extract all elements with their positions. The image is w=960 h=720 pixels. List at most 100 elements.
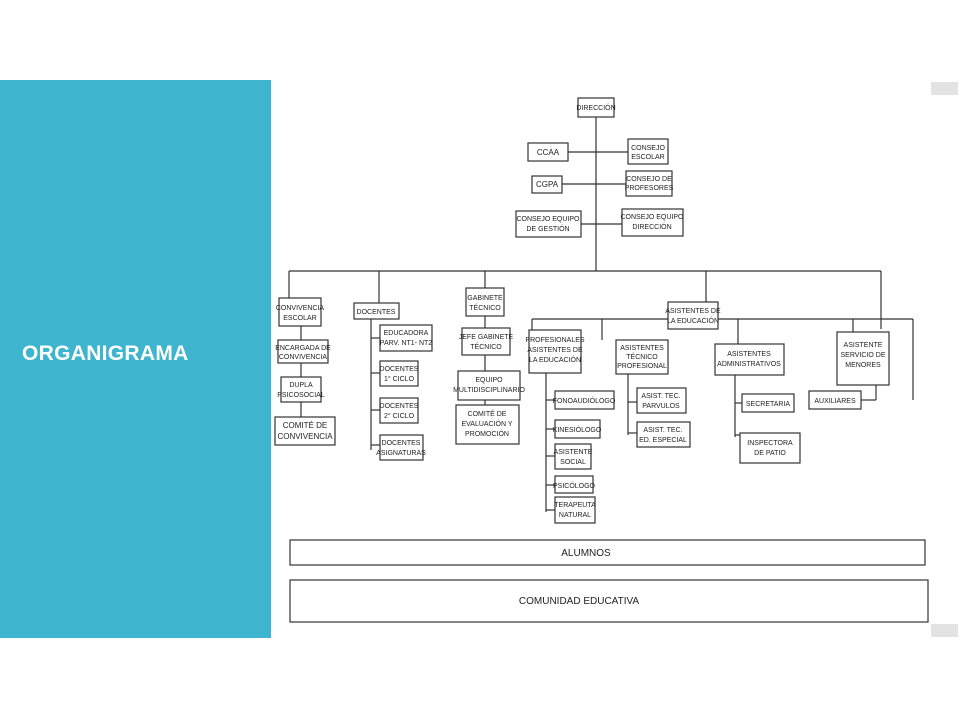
svg-text:PROFESIONAL: PROFESIONAL [617, 363, 667, 370]
svg-text:TÉCNICO: TÉCNICO [469, 303, 501, 312]
org-box-consejo-escolar: CONSEJO ESCOLAR [627, 138, 669, 165]
svg-text:DOCENTES: DOCENTES [357, 309, 396, 316]
svg-text:CGPA: CGPA [536, 180, 559, 189]
svg-text:ASIST. TEC.: ASIST. TEC. [643, 427, 682, 434]
svg-text:GABINETE: GABINETE [467, 295, 503, 302]
org-box-asist-parvulos: ASIST. TEC. PARVULOS [636, 387, 687, 414]
svg-text:CCAA: CCAA [537, 148, 560, 157]
svg-text:PROMOCIÓN: PROMOCIÓN [465, 429, 509, 438]
org-box-kinesiologo: KINESIÓLOGO [553, 419, 602, 439]
svg-text:ASISTENTES: ASISTENTES [620, 345, 664, 352]
svg-text:DUPLA: DUPLA [289, 382, 313, 389]
svg-text:AUXILIARES: AUXILIARES [814, 398, 856, 405]
svg-text:PROFESIONALES: PROFESIONALES [525, 337, 584, 344]
org-box-comite-evaluacion: COMITÉ DE EVALUACIÓN Y PROMOCIÓN [455, 404, 520, 445]
svg-text:CONSEJO DE: CONSEJO DE [626, 176, 672, 183]
svg-text:DIRECCIÓN: DIRECCIÓN [632, 222, 671, 231]
org-box-asistente-social: ASISTENTE SOCIAL [554, 443, 593, 470]
svg-text:SOCIAL: SOCIAL [560, 459, 586, 466]
scroll-marker-bottom [931, 624, 958, 637]
org-box-docentes-asignaturas: DOCENTES ASIGNATURAS [376, 434, 426, 461]
org-box-docentes-1-ciclo: DOCENTES 1° CICLO [379, 360, 419, 387]
org-box-asistente-servicio-menores: ASISTENTE SERVICIO DE MENORES [836, 331, 890, 386]
svg-text:ESCOLAR: ESCOLAR [283, 315, 316, 322]
org-box-consejo-equipo-direccion: CONSEJO EQUIPO DIRECCIÓN [620, 208, 684, 237]
org-box-asistentes-administrativos: ASISTENTES ADMINISTRATIVOS [714, 343, 785, 376]
svg-text:JEFE GABINETE: JEFE GABINETE [459, 334, 514, 341]
svg-text:ASISTENTE: ASISTENTE [554, 449, 593, 456]
org-chart: DIRECCIÓN CCAA CONSEJO ESCOLAR CGPA CONS… [271, 80, 931, 638]
svg-text:ASIGNATURAS: ASIGNATURAS [376, 450, 426, 457]
svg-text:COMITÉ DE: COMITÉ DE [283, 421, 327, 430]
svg-text:DOCENTES: DOCENTES [380, 366, 419, 373]
svg-text:ESCOLAR: ESCOLAR [631, 154, 664, 161]
org-box-inspectora-patio: INSPECTORA DE PATIO [739, 432, 801, 464]
svg-text:DE PATIO: DE PATIO [754, 450, 786, 457]
org-box-equipo-multidisciplinario: EQUIPO MULTIDISCIPLINARIO [453, 370, 525, 401]
scroll-marker-top [931, 82, 958, 95]
svg-text:PARVULOS: PARVULOS [642, 403, 680, 410]
org-box-encargada-convivencia: ENCARGADA DE CONVIVENCIA [275, 339, 331, 364]
org-box-secretaria: SECRETARIA [741, 393, 795, 413]
svg-text:CONVIVENCIA: CONVIVENCIA [279, 354, 328, 361]
org-box-consejo-profesores: CONSEJO DE PROFESORES [625, 170, 674, 197]
svg-text:PROFESORES: PROFESORES [625, 185, 674, 192]
svg-text:SERVICIO DE: SERVICIO DE [841, 352, 886, 359]
org-box-alumnos: ALUMNOS [289, 539, 926, 566]
svg-text:ASISTENTES: ASISTENTES [727, 351, 771, 358]
org-box-dupla-psicosocial: DUPLA PSICOSOCIAL [277, 376, 325, 403]
org-box-psicologo: PSICÓLOGO [553, 475, 596, 494]
svg-text:TERAPEUTA: TERAPEUTA [554, 502, 596, 509]
org-box-comunidad-educativa: COMUNIDAD EDUCATIVA [289, 579, 929, 623]
svg-text:PSICOSOCIAL: PSICOSOCIAL [277, 392, 325, 399]
svg-text:ENCARGADA DE: ENCARGADA DE [275, 345, 331, 352]
svg-text:CONSEJO EQUIPO: CONSEJO EQUIPO [620, 214, 684, 221]
svg-text:2° CICLO: 2° CICLO [384, 412, 415, 420]
svg-text:1° CICLO: 1° CICLO [384, 375, 415, 383]
svg-text:DE GESTIÓN: DE GESTIÓN [526, 224, 569, 233]
org-box-gabinete-tecnico: GABINETE TÉCNICO [465, 287, 505, 317]
svg-text:SECRETARIA: SECRETARIA [746, 401, 791, 408]
svg-text:CONVIVENCIA: CONVIVENCIA [276, 305, 325, 312]
org-box-comite-convivencia: COMITÉ DE CONVIVENCIA [274, 416, 336, 446]
svg-text:CONVIVENCIA: CONVIVENCIA [277, 432, 333, 441]
svg-text:ADMINISTRATIVOS: ADMINISTRATIVOS [717, 361, 781, 368]
svg-text:ASIST. TEC.: ASIST. TEC. [641, 393, 680, 400]
svg-text:EDUCADORA: EDUCADORA [384, 330, 429, 337]
connectors [288, 117, 914, 512]
svg-text:ALUMNOS: ALUMNOS [561, 548, 611, 559]
svg-text:MULTIDISCIPLINARIO: MULTIDISCIPLINARIO [453, 387, 525, 394]
svg-text:CONSEJO: CONSEJO [631, 145, 665, 152]
org-box-docentes: DOCENTES [353, 302, 400, 320]
org-box-consejo-equipo-gestion: CONSEJO EQUIPO DE GESTIÓN [515, 210, 582, 238]
svg-text:DIRECCIÓN: DIRECCIÓN [576, 103, 615, 112]
svg-text:ED. ESPECIAL: ED. ESPECIAL [639, 437, 687, 444]
svg-text:PSICÓLOGO: PSICÓLOGO [553, 481, 596, 490]
org-box-educadora-parv: EDUCADORA PARV. NT1- NT2 [379, 324, 433, 352]
svg-text:TÉCNICO: TÉCNICO [470, 342, 502, 351]
org-box-ccaa: CCAA [527, 142, 569, 162]
title-panel: ORGANIGRAMA [0, 80, 271, 638]
org-box-terapeuta-natural: TERAPEUTA NATURAL [554, 496, 596, 524]
org-box-direccion: DIRECCIÓN [576, 97, 616, 118]
org-box-convivencia-escolar: CONVIVENCIA ESCOLAR [276, 297, 325, 327]
svg-text:LA EDUCACIÓN: LA EDUCACIÓN [529, 355, 581, 364]
svg-text:EQUIPO: EQUIPO [475, 377, 503, 384]
svg-text:NATURAL: NATURAL [559, 512, 591, 519]
org-box-asist-especial: ASIST. TEC. ED. ESPECIAL [636, 421, 691, 448]
slide-title: ORGANIGRAMA [22, 342, 189, 365]
org-box-docentes-2-ciclo: DOCENTES 2° CICLO [379, 397, 419, 424]
svg-text:MENORES: MENORES [845, 362, 881, 369]
svg-text:CONSEJO EQUIPO: CONSEJO EQUIPO [516, 216, 580, 223]
org-box-fonoaudiologo: FONOAUDIÓLOGO [553, 390, 616, 410]
org-box-asistentes-tecnico: ASISTENTES TÉCNICO PROFESIONAL [615, 339, 669, 375]
org-box-auxiliares: AUXILIARES [808, 390, 862, 410]
svg-text:ASISTENTES DE: ASISTENTES DE [665, 308, 721, 315]
svg-text:DOCENTES: DOCENTES [382, 440, 421, 447]
svg-text:ASISTENTE: ASISTENTE [844, 342, 883, 349]
svg-text:COMITÉ DE: COMITÉ DE [468, 409, 507, 418]
svg-text:PARV. NT1- NT2: PARV. NT1- NT2 [380, 340, 432, 347]
org-box-profesionales-asistentes: PROFESIONALES ASISTENTES DE LA EDUCACIÓN [525, 329, 585, 374]
svg-text:DOCENTES: DOCENTES [380, 403, 419, 410]
org-box-cgpa: CGPA [531, 175, 563, 194]
